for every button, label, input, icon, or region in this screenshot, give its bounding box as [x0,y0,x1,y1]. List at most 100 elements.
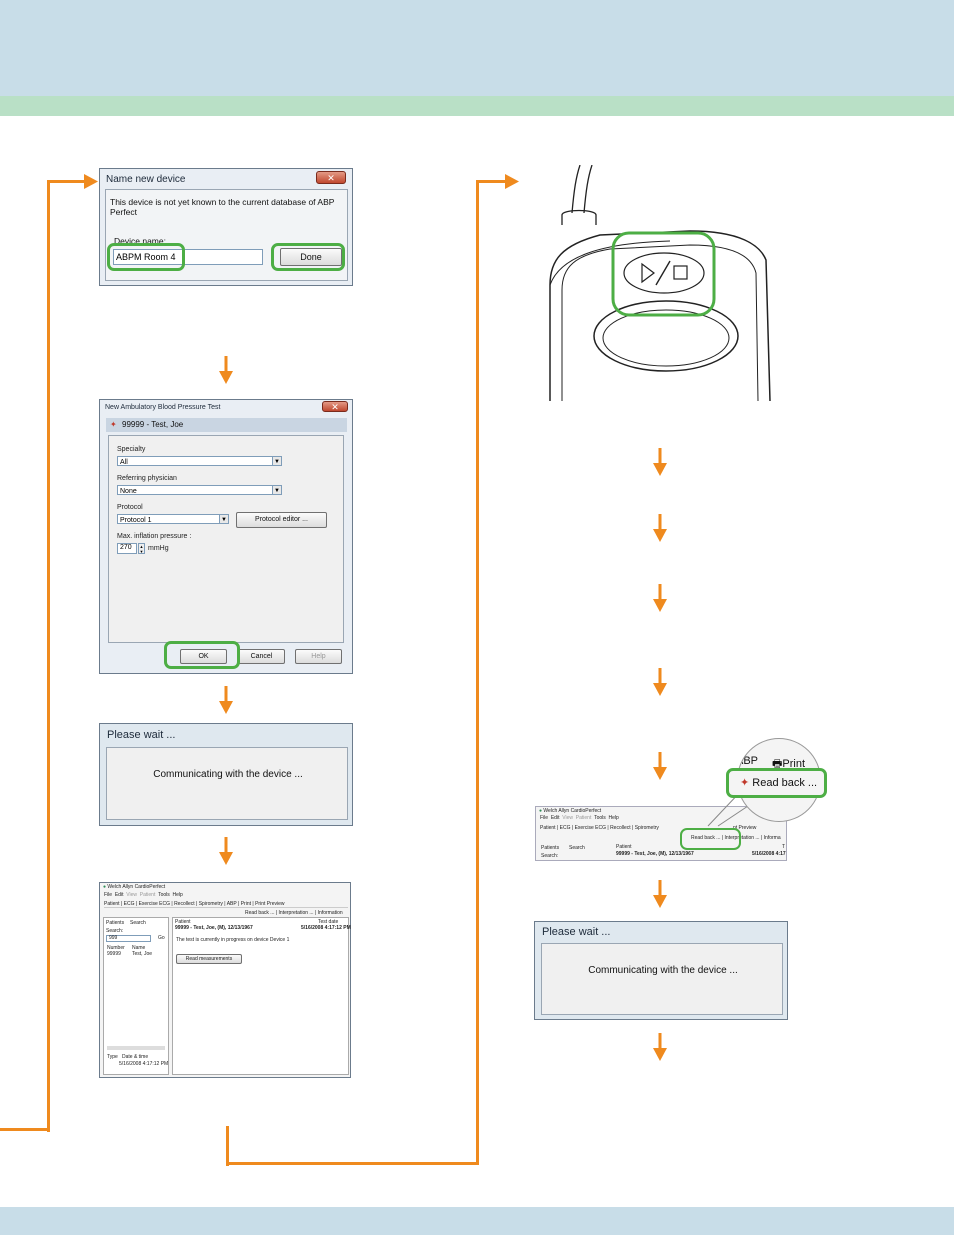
col-name: Name [132,945,146,951]
toolbar-patient[interactable]: Patient [104,901,120,907]
toolbar-information[interactable]: Information [317,910,343,916]
close-button[interactable]: ✕ [316,171,346,184]
testdate-label: Test date [318,919,339,925]
row-name[interactable]: Test, Joe [132,951,153,957]
menu-tools[interactable]: Tools [158,892,170,898]
row-number[interactable]: 99999 [107,951,121,957]
menu-help[interactable]: Help [172,892,183,898]
menu-view[interactable]: View [126,892,137,898]
help-button[interactable]: Help [295,649,342,664]
search-input[interactable]: 999 [106,935,151,942]
toolbar-interpretation[interactable]: Interpretation ... [724,835,760,841]
tab-search[interactable]: Search [569,845,585,851]
protocol-value: Protocol 1 [120,517,152,524]
please-wait-dialog-right: Please wait ... Communicating with the d… [534,921,788,1020]
dialog-message: This device is not yet known to the curr… [110,197,335,217]
printer-icon: 🖶 [772,758,783,770]
row-datetime[interactable]: 5/16/2008 4:17:12 PM [119,1061,169,1067]
menu-edit[interactable]: Edit [114,892,124,898]
search-go-button[interactable]: Go [158,935,165,941]
menu-bar: File Edit View Patient Tools Help [104,892,183,898]
read-back-icon: ✦ [740,777,750,789]
pressure-input[interactable]: 270 [117,543,137,554]
read-back-button-zoom[interactable]: ✦ Read back ... [740,776,817,789]
tab-patients[interactable]: Patients [541,845,560,851]
specialty-value: All [120,459,128,466]
toolbar-exercise-ecg[interactable]: Exercise ECG [138,901,170,907]
protocol-editor-button[interactable]: Protocol editor ... [236,512,327,528]
zoom-abp-label[interactable]: ABP [737,755,759,767]
chevron-down-icon: ▼ [219,515,228,523]
window-title-text: Welch Allyn CardioPerfect [543,808,602,814]
flow-line-mid-vertical [226,1126,229,1166]
device-name-input[interactable]: ABPM Room 4 [113,249,263,265]
dialog-title: Please wait ... [107,729,176,741]
arrow-down-icon [219,356,233,384]
zoom-print-label[interactable]: 🖶Print [772,758,806,770]
wait-message: Communicating with the device ... [153,769,303,780]
window-title-text: Welch Allyn CardioPerfect [107,884,166,890]
highlight-read-back-zoom [726,768,827,798]
toolbar-recollect[interactable]: Recollect [174,901,195,907]
toolbar-ecg[interactable]: ECG [123,901,135,907]
done-button[interactable]: Done [280,248,342,266]
toolbar-preview[interactable]: nt Preview [733,825,757,831]
col-type: Type [107,1054,118,1060]
tab-patients[interactable]: Patients [106,920,125,926]
pressure-unit: mmHg [148,545,169,552]
read-measurements-button[interactable]: Read measurements [176,954,242,964]
pressure-stepper[interactable]: ▲▼ [138,543,145,554]
toolbar-interpretation[interactable]: Interpretation ... [278,910,314,916]
top-band [0,0,954,96]
menu-patient[interactable]: Patient [139,892,156,898]
toolbar-patient[interactable]: Patient [540,825,556,831]
protocol-select[interactable]: Protocol 1 ▼ [117,514,229,524]
toolbar: Patient | ECG | Exercise ECG | Recollect… [104,901,348,908]
menu-file[interactable]: File [540,815,549,821]
scrollbar[interactable] [107,1046,165,1050]
device-name-label: Device name: [114,236,166,246]
menu-help[interactable]: Help [608,815,619,821]
physician-select[interactable]: None ▼ [117,485,282,495]
menu-patient[interactable]: Patient [575,815,592,821]
t-label: T [782,844,786,850]
patient-value: 99999 - Test, Joe, (M), 12/13/1967 [616,851,694,857]
toolbar-print-preview[interactable]: Print Preview [255,901,285,907]
patient-name: 99999 - Test, Joe [122,420,184,429]
toolbar-recollect[interactable]: Recollect [610,825,631,831]
menu-file[interactable]: File [104,892,113,898]
toolbar-spirometry[interactable]: Spirometry [198,901,223,907]
tab-search[interactable]: Search [130,920,146,926]
dialog-body: Specialty All ▼ Referring physician None… [108,435,344,643]
specialty-select[interactable]: All ▼ [117,456,282,466]
arrow-down-icon [653,584,667,612]
col-datetime: Date & time [122,1054,149,1060]
menu-view[interactable]: View [562,815,573,821]
green-band [0,96,954,116]
chevron-down-icon: ▼ [272,486,281,494]
ok-button[interactable]: OK [180,649,227,664]
highlight-done [271,243,345,271]
toolbar-read-back[interactable]: Read back ... [245,910,275,916]
patients-panel: Patients Search Search: 999 Go Number Na… [103,917,169,1075]
close-button[interactable]: ✕ [322,401,348,412]
menu-edit[interactable]: Edit [550,815,560,821]
patient-icon: ✦ [110,420,117,429]
toolbar-read-back[interactable]: Read back ... [691,835,721,841]
toolbar-spirometry[interactable]: Spirometry [634,825,659,831]
highlight-device-name [107,243,185,271]
toolbar-ecg[interactable]: ECG [559,825,571,831]
toolbar-print[interactable]: Print [240,901,251,907]
menu-tools[interactable]: Tools [594,815,606,821]
physician-value: None [120,488,137,495]
cancel-button[interactable]: Cancel [238,649,285,664]
physician-label: Referring physician [117,475,177,482]
protocol-label: Protocol [117,504,143,511]
toolbar-abp[interactable]: ABP [226,901,237,907]
window-title: ● Welch Allyn CardioPerfect [539,808,601,814]
toolbar-information[interactable]: Informa [763,835,781,841]
toolbar-exercise-ecg[interactable]: Exercise ECG [574,825,606,831]
dialog-body: Communicating with the device ... [106,747,348,820]
progress-message: The test is currently in progress on dev… [176,937,290,943]
flow-line-mid-bottom [226,1162,479,1165]
